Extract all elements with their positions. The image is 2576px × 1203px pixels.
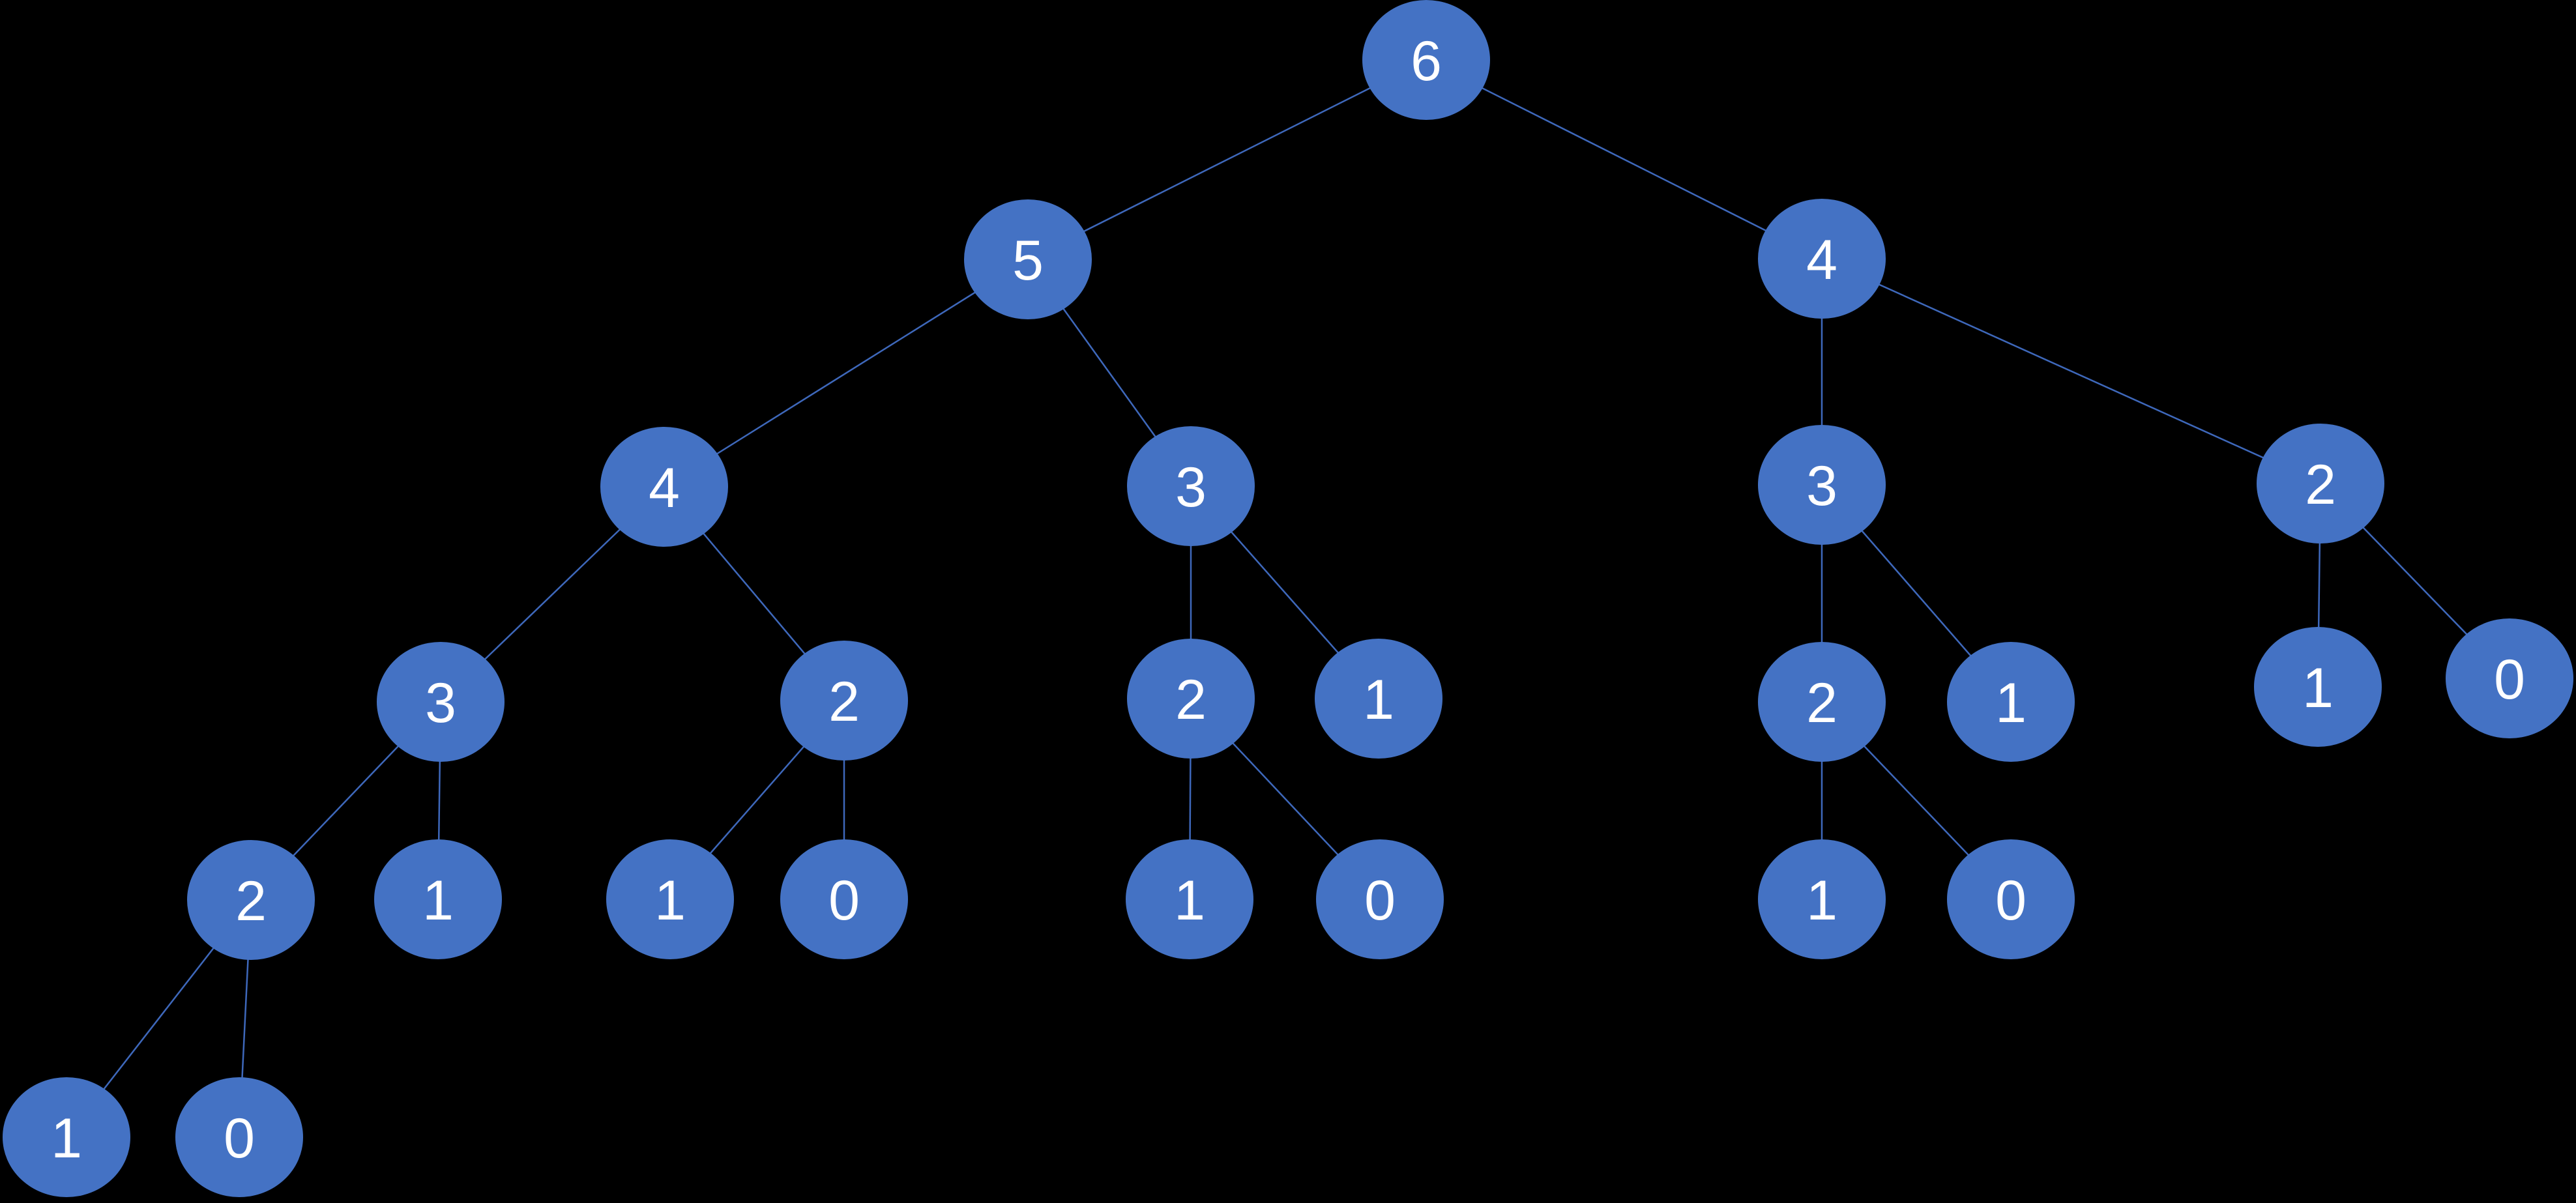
- tree-node-TLLLL: 2: [187, 840, 315, 960]
- tree-node-label-TLLRR: 0: [828, 869, 860, 932]
- tree-node-TLLLLL: 1: [3, 1077, 130, 1197]
- tree-node-circle-TLLL: [377, 642, 505, 762]
- tree-node-circle-TLRL: [1127, 639, 1255, 759]
- tree-node-label-TLRL: 2: [1175, 669, 1207, 731]
- tree-node-label-TLLLL: 2: [235, 870, 267, 933]
- tree-node-circle-TLRLL: [1126, 839, 1253, 959]
- tree-node-label-TLL: 4: [649, 457, 680, 519]
- tree-node-TLRR: 1: [1315, 639, 1442, 759]
- tree-node-TLLRR: 0: [780, 839, 908, 959]
- tree-node-TRR: 2: [2257, 424, 2384, 544]
- tree-node-label-TRLL: 2: [1806, 672, 1837, 734]
- tree-node-TRLL: 2: [1758, 642, 1886, 762]
- tree-node-label-TRR: 2: [2305, 454, 2336, 516]
- tree-node-label-TRLLR: 0: [1995, 869, 2027, 932]
- tree-node-circle-TLRR: [1315, 639, 1442, 759]
- tree-node-circle-TLLRR: [780, 839, 908, 959]
- tree-node-circle-TLL: [600, 427, 728, 547]
- tree-node-TLRLL: 1: [1126, 839, 1253, 959]
- tree-node-TL: 5: [964, 199, 1092, 319]
- tree-node-label-TRRL: 1: [2302, 657, 2334, 719]
- tree-node-label-TLLR: 2: [828, 671, 860, 733]
- tree-node-circle-TRRR: [2446, 618, 2573, 738]
- tree-node-circle-TRLLL: [1758, 839, 1886, 959]
- tree-node-TLL: 4: [600, 427, 728, 547]
- tree-node-circle-TLRLR: [1316, 839, 1444, 959]
- tree-node-TLLLLR: 0: [175, 1077, 303, 1197]
- tree-node-circle-TRRL: [2254, 627, 2382, 747]
- tree-node-TLLLR: 1: [374, 839, 502, 959]
- tree-node-circle-TLLLLL: [3, 1077, 130, 1197]
- tree-node-TRL: 3: [1758, 425, 1886, 545]
- tree-node-circle-T: [1362, 0, 1490, 120]
- tree-node-label-TLLL: 3: [425, 672, 456, 734]
- tree-node-TLLL: 3: [377, 642, 505, 762]
- tree-node-TLLR: 2: [780, 641, 908, 761]
- tree-node-circle-TL: [964, 199, 1092, 319]
- tree-node-circle-TLLR: [780, 641, 908, 761]
- tree-node-label-TLR: 3: [1175, 456, 1207, 519]
- tree-node-TLR: 3: [1127, 426, 1255, 546]
- tree-node-TRRR: 0: [2446, 618, 2573, 738]
- tree-node-circle-TLLLLR: [175, 1077, 303, 1197]
- tree-node-label-TRRR: 0: [2494, 648, 2525, 711]
- tree-node-label-TLRLR: 0: [1364, 869, 1396, 932]
- tree-edge-TR-TRR: [1821, 257, 2321, 485]
- tree-edge-TL-TLL: [664, 258, 1029, 488]
- tree-node-TRLR: 1: [1947, 642, 2075, 762]
- tree-node-label-TRL: 3: [1806, 455, 1837, 517]
- tree-edge-T-TR: [1426, 59, 1822, 260]
- tree-node-label-TLRLL: 1: [1174, 869, 1205, 932]
- tree-node-circle-TR: [1758, 199, 1886, 319]
- tree-node-circle-TRR: [2257, 424, 2384, 544]
- tree-edge-T-TL: [1027, 59, 1427, 261]
- tree-node-circle-TLLRL: [606, 839, 734, 959]
- tree-node-circle-TLR: [1127, 426, 1255, 546]
- tree-node-label-TLLLLL: 1: [51, 1107, 82, 1170]
- tree-node-label-TR: 4: [1806, 229, 1837, 291]
- tree-node-TLRLR: 0: [1316, 839, 1444, 959]
- tree-node-circle-TRLL: [1758, 642, 1886, 762]
- tree-nodes-layer: 6 5 4 4 3 3 2 3 2 2 1 2 1 1 0 2 1 1 0 1 0 1 0 1 0: [3, 0, 2573, 1197]
- tree-node-label-TRLLL: 1: [1806, 869, 1837, 932]
- tree-node-label-TLRR: 1: [1363, 669, 1394, 731]
- tree-node-circle-TLLLR: [374, 839, 502, 959]
- tree-node-label-TLLLR: 1: [422, 869, 454, 932]
- tree-node-TLLRL: 1: [606, 839, 734, 959]
- tree-node-circle-TRL: [1758, 425, 1886, 545]
- tree-node-TLRL: 2: [1127, 639, 1255, 759]
- tree-node-T: 6: [1362, 0, 1490, 120]
- tree-node-TRLLL: 1: [1758, 839, 1886, 959]
- tree-node-label-T: 6: [1411, 30, 1442, 93]
- tree-node-label-TLLLLR: 0: [224, 1107, 255, 1170]
- tree-node-TRLLR: 0: [1947, 839, 2075, 959]
- tree-node-circle-TRLLR: [1947, 839, 2075, 959]
- tree-node-circle-TRLR: [1947, 642, 2075, 762]
- tree-node-circle-TLLLL: [187, 840, 315, 960]
- tree-node-label-TRLR: 1: [1995, 672, 2027, 734]
- tree-node-TR: 4: [1758, 199, 1886, 319]
- tree-edges-layer: [66, 59, 2510, 1138]
- tree-node-TRRL: 1: [2254, 627, 2382, 747]
- tree-node-label-TLLRL: 1: [654, 869, 686, 932]
- tree-node-label-TL: 5: [1012, 229, 1044, 292]
